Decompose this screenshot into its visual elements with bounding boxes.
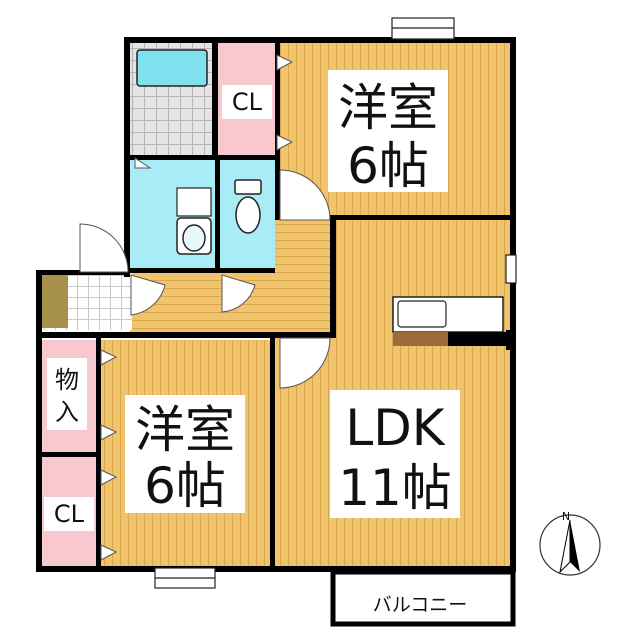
ldk-label-line2: 11帖 [338, 459, 452, 517]
closet-bottom-label-bg [44, 497, 94, 531]
washbasin-icon [176, 217, 212, 255]
kitchen-base-dark [448, 332, 508, 346]
storage-label-bg [47, 358, 87, 430]
toilet-icon [234, 179, 262, 234]
bedroom-bottom-label-line2: 6帖 [144, 457, 226, 515]
storage-label-line2: 入 [55, 398, 79, 426]
north-label: N [562, 510, 570, 523]
walls [36, 37, 516, 572]
bedroom-top-label-line1: 洋室 [338, 79, 438, 137]
ldk-label-bg [330, 390, 460, 518]
washing-machine-pan-icon [176, 187, 212, 217]
closet-top-label-bg [222, 85, 272, 119]
closet-door-markers [100, 54, 294, 561]
closet-bottom-label: CL [54, 500, 85, 528]
bedroom-bottom-label-bg [125, 395, 245, 513]
windows [154, 17, 517, 589]
closet-top-label: CL [232, 88, 263, 116]
north-compass: N [539, 510, 601, 576]
bathtub [136, 49, 208, 87]
bedroom-top-label-line2: 6帖 [347, 137, 429, 195]
ldk-label-line1: LDK [345, 399, 445, 457]
storage-label-line1: 物 [55, 366, 79, 394]
balcony-label: バルコニー [373, 594, 468, 616]
bedroom-top-label-bg [328, 70, 448, 192]
kitchen-base [393, 332, 448, 346]
shoe-box [42, 274, 68, 328]
door-swings [79, 157, 331, 389]
kitchen-sink [397, 300, 447, 328]
bedroom-bottom-label-line1: 洋室 [135, 401, 235, 459]
balcony: バルコニー [330, 569, 516, 627]
north-arrow-fill-icon [570, 520, 580, 572]
